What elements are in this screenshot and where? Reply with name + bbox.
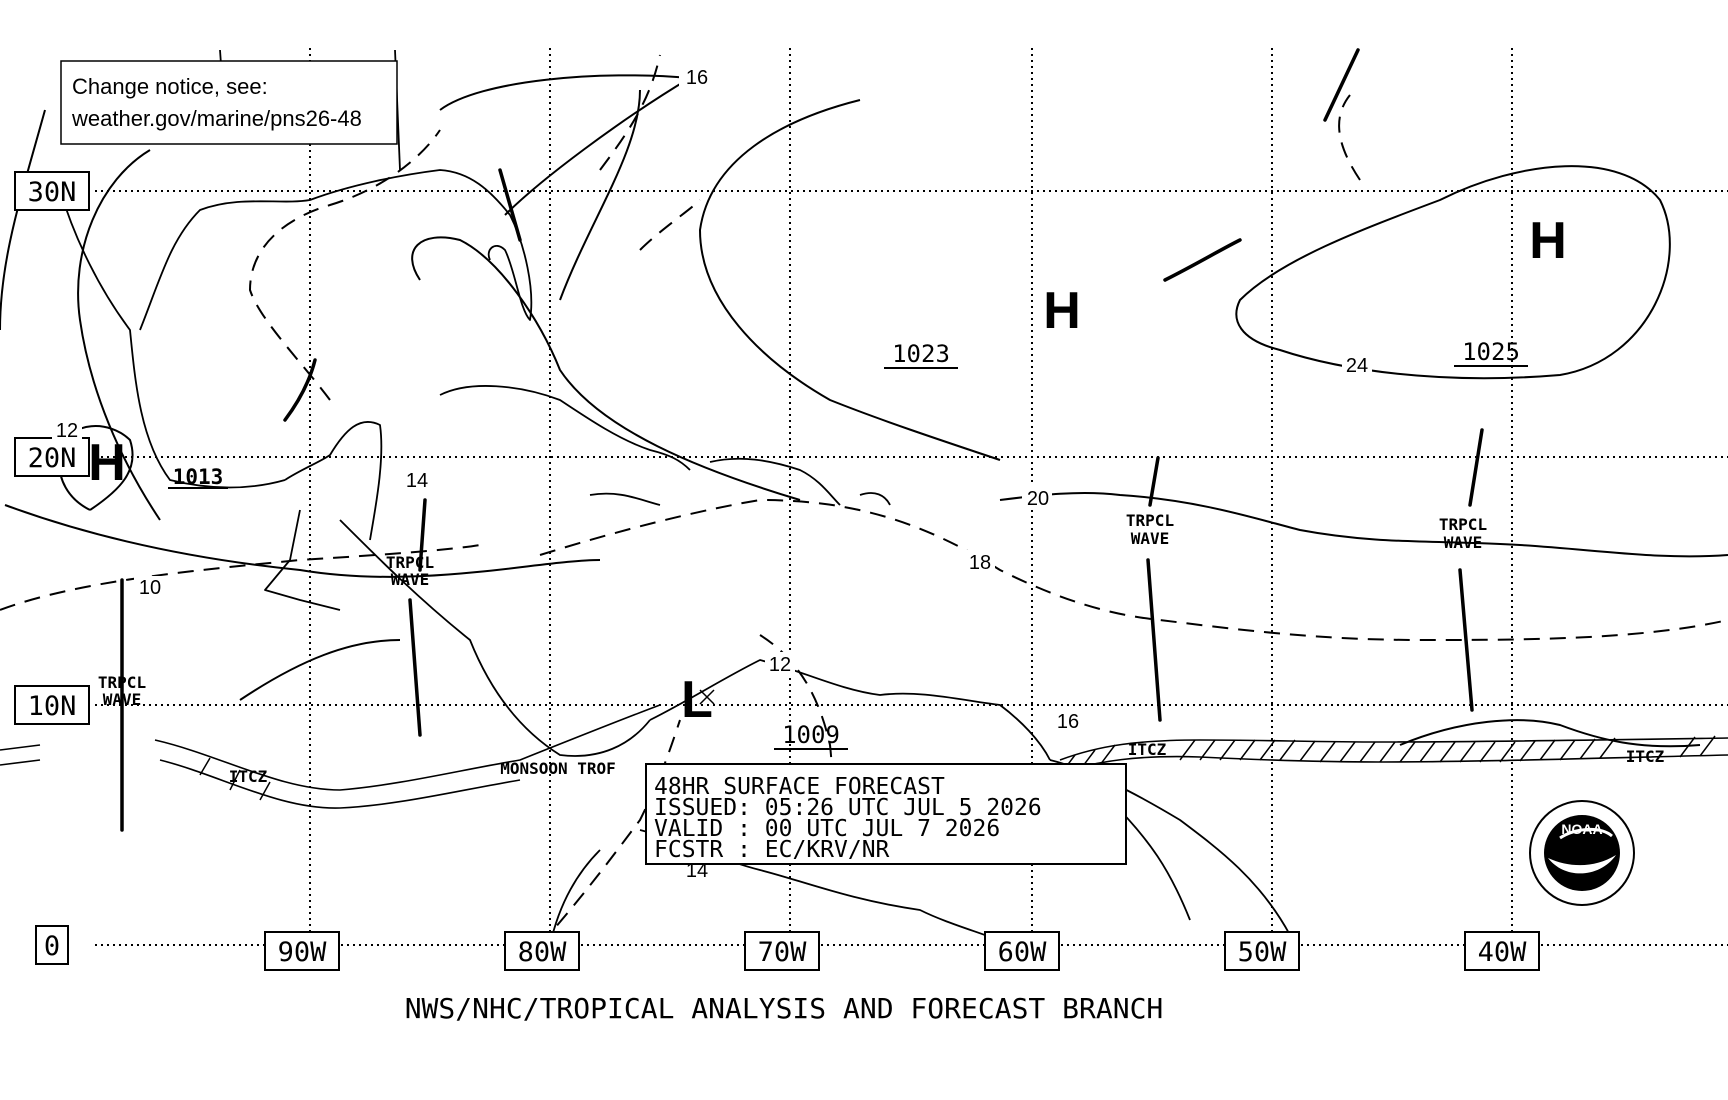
itcz-label: ITCZ [229, 767, 268, 786]
notice-link[interactable]: weather.gov/marine/pns26-48 [71, 106, 362, 131]
forecast-valid: VALID : 00 UTC JUL 7 2026 [654, 816, 1000, 842]
isobar-label: 12 [56, 420, 78, 442]
change-notice: Change notice, see: weather.gov/marine/p… [60, 60, 398, 145]
longitude-labels: 90W 80W 70W 60W 50W 40W [264, 931, 1540, 971]
footer-credit: NWS/NHC/TROPICAL ANALYSIS AND FORECAST B… [405, 992, 1164, 1025]
isobar-label: 16 [686, 67, 708, 89]
forecast-title: 48HR SURFACE FORECAST [654, 774, 945, 800]
high-center-central-atlantic: H [1043, 282, 1081, 340]
lon-label-90w: 90W [278, 937, 328, 968]
isobar-label: 14 [406, 470, 428, 492]
itcz-bands [0, 704, 1728, 809]
isobar-label: 16 [1057, 711, 1079, 733]
itcz-label: ITCZ [1128, 740, 1167, 759]
noaa-logo-icon: NOAA [1529, 800, 1635, 906]
tropical-wave-label: TRPCL [386, 553, 434, 572]
forecast-forecasters: FCSTR : EC/KRV/NR [654, 837, 890, 863]
tropical-wave-label: TRPCL [1439, 515, 1487, 534]
lon-label-50w: 50W [1238, 937, 1288, 968]
isobar-label: 24 [1346, 355, 1368, 377]
isobar-label: 12 [769, 654, 791, 676]
lon-label-70w: 70W [758, 937, 808, 968]
notice-line-1: Change notice, see: [72, 74, 268, 99]
isobars [0, 74, 1728, 748]
isobar-label: 10 [139, 577, 161, 599]
lon-label-80w: 80W [518, 937, 568, 968]
feature-labels: TRPCL WAVE TRPCL WAVE TRPCL WAVE TRPCL W… [98, 511, 1665, 786]
lon-label-60w: 60W [998, 937, 1048, 968]
lat-label-20n: 20N [28, 443, 77, 474]
isobar-label: 20 [1027, 488, 1049, 510]
pressure-1025: 1025 [1462, 338, 1520, 366]
pressure-underlines [168, 365, 1528, 750]
high-center-gulf: H [88, 434, 126, 492]
lat-label-10n: 10N [28, 691, 77, 722]
lat-label-0: 0 [44, 931, 60, 962]
tropical-wave-label: TRPCL [98, 673, 146, 692]
tropical-wave-label: WAVE [391, 570, 430, 589]
pressure-1009: 1009 [782, 721, 840, 749]
tropical-wave-label: WAVE [1444, 533, 1483, 552]
itcz-label: ITCZ [1626, 747, 1665, 766]
pressure-values: 1013 1023 1025 1009 [173, 338, 1520, 749]
low-center-marker [699, 689, 715, 705]
latitude-labels: 30N 20N 10N 0 [14, 171, 90, 965]
lon-label-40w: 40W [1478, 937, 1528, 968]
high-center-east-atlantic: H [1529, 212, 1567, 270]
pressure-1023: 1023 [892, 340, 950, 368]
tropical-wave-axes [120, 48, 1484, 832]
forecast-issued: ISSUED: 05:26 UTC JUL 5 2026 [654, 795, 1042, 821]
isobar-value-labels: 16 12 14 10 20 18 24 12 16 14 [52, 64, 1372, 882]
coastlines [59, 49, 1291, 946]
noaa-logo-text: NOAA [1561, 821, 1602, 837]
itcz-hatching [199, 735, 1716, 801]
lat-label-30n: 30N [28, 177, 77, 208]
tropical-wave-label: WAVE [103, 690, 142, 709]
pressure-1013: 1013 [173, 465, 224, 489]
low-center-caribbean: L [681, 671, 713, 729]
tropical-wave-label: TRPCL [1126, 511, 1174, 530]
pressure-centers: H H H L [88, 212, 1567, 729]
tropical-wave-label: WAVE [1131, 529, 1170, 548]
isobar-label: 14 [686, 860, 708, 882]
forecast-info-box: 48HR SURFACE FORECAST ISSUED: 05:26 UTC … [645, 763, 1127, 865]
monsoon-trough-label: MONSOON TROF [500, 759, 616, 778]
isobar-label: 18 [969, 552, 991, 574]
